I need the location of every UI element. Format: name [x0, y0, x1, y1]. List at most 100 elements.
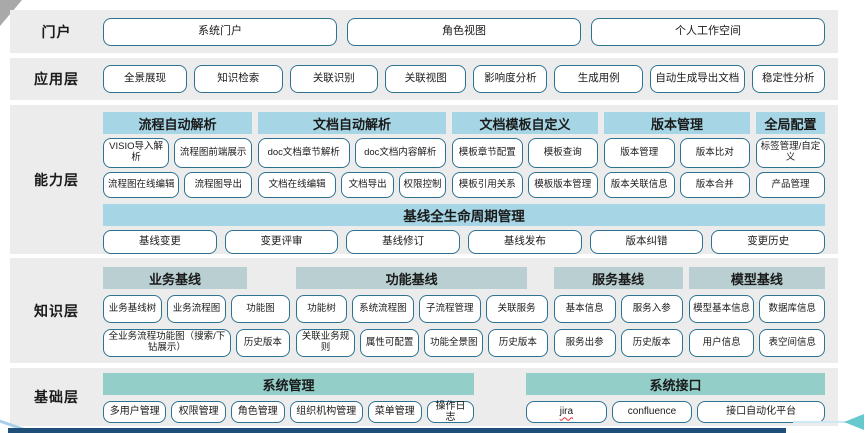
diagram-node: 流程图在线编辑 — [103, 172, 180, 198]
diagram-node: 业务流程图 — [166, 295, 226, 323]
diagram-node: 基线发布 — [468, 230, 582, 254]
node-row: 模板章节配置模板查询 — [452, 138, 598, 168]
diagram-group: 服务基线基本信息服务入参服务出参历史版本 — [553, 267, 683, 357]
diagram-node: 属性可配置 — [360, 329, 420, 357]
group-row: 业务基线业务基线树业务流程图功能图全业务流程功能图（搜索/下钻展示）历史版本功能… — [103, 267, 825, 357]
node-row: 标签管理/自定义 — [756, 138, 825, 168]
bottom-navy-bar-decoration — [8, 428, 786, 433]
diagram-node: 版本管理 — [604, 138, 675, 168]
diagram-group: 全局配置标签管理/自定义产品管理 — [756, 112, 825, 198]
diagram-node: 标签管理/自定义 — [756, 138, 825, 168]
diagram-node: 系统门户 — [103, 17, 337, 46]
diagram-node: 版本比对 — [679, 138, 750, 168]
diagram-node: 版本关联信息 — [604, 172, 675, 198]
diagram-node: 模板章节配置 — [452, 138, 523, 168]
node-row: 版本管理版本比对 — [604, 138, 750, 168]
diagram-node: 变更评审 — [224, 230, 339, 254]
diagram-node: 模板查询 — [527, 138, 598, 168]
node-row: 基本信息服务入参 — [553, 295, 683, 323]
node-row: 基线变更变更评审基线修订基线发布版本纠错变更历史 — [103, 230, 826, 254]
bottom-right-line-decoration — [793, 421, 847, 423]
diagram-node: 数据库信息 — [759, 295, 825, 323]
diagram-node: 角色管理 — [230, 401, 285, 423]
group-header: 全局配置 — [756, 112, 825, 134]
diagram-node: 菜单管理 — [367, 401, 422, 423]
diagram-node: 变更历史 — [711, 230, 826, 254]
node-row: 模型基本信息数据库信息 — [688, 295, 825, 323]
diagram-node: 知识检索 — [193, 65, 283, 93]
diagram-node: 文档导出 — [341, 172, 394, 198]
diagram-node: 用户信息 — [688, 329, 755, 357]
diagram-node: 功能全景图 — [424, 329, 484, 357]
diagram-node: 权限控制 — [399, 172, 446, 198]
diagram-node: 关联识别 — [289, 65, 379, 93]
diagram-node: 文档在线编辑 — [258, 172, 337, 198]
diagram-node: 流程图前端展示 — [174, 138, 252, 168]
diagram-node: 模板引用关系 — [452, 172, 523, 198]
diagram-node: 流程图导出 — [184, 172, 252, 198]
layer-label-base: 基础层 — [34, 389, 79, 405]
layer-content: 全景展现知识检索关联识别关联视图影响度分析生成用例自动生成导出文档稳定性分析 — [103, 58, 838, 100]
node-row: 产品管理 — [756, 172, 825, 198]
diagram-node: 模板版本管理 — [527, 172, 598, 198]
group-header: 系统管理 — [103, 373, 475, 395]
diagram-node: confluence — [611, 401, 693, 423]
diagram-node: 关联服务 — [485, 295, 548, 323]
diagram-node: VISIO导入解析 — [103, 138, 170, 168]
diagram-group: 文档模板自定义模板章节配置模板查询模板引用关系模板版本管理 — [452, 112, 598, 198]
diagram-node: 产品管理 — [756, 172, 825, 198]
diagram-node: 历史版本 — [620, 329, 683, 357]
node-row: 流程图在线编辑流程图导出 — [103, 172, 252, 198]
diagram-node: 基线变更 — [103, 230, 217, 254]
diagram-group: 版本管理版本管理版本比对版本关联信息版本合并 — [604, 112, 750, 198]
node-row: 版本关联信息版本合并 — [604, 172, 750, 198]
diagram-group: 功能基线功能树系统流程图子流程管理关联服务关联业务规则属性可配置功能全景图历史版… — [295, 267, 548, 357]
diagram-node: 子流程管理 — [418, 295, 481, 323]
group-header: 模型基线 — [688, 267, 825, 289]
diagram-node: 角色视图 — [347, 17, 581, 46]
diagram-node: 多用户管理 — [103, 401, 167, 423]
diagram-node: 自动生成导出文档 — [650, 65, 745, 93]
diagram-node: 基本信息 — [553, 295, 616, 323]
group-header: 版本管理 — [604, 112, 750, 134]
node-row: VISIO导入解析流程图前端展示 — [103, 138, 252, 168]
layer-label-portal: 门户 — [41, 23, 72, 40]
layer-label-capability: 能力层 — [34, 171, 79, 188]
diagram-node: 影响度分析 — [473, 65, 548, 93]
diagram-node: 组织机构管理 — [289, 401, 363, 423]
diagram-node: doc文档章节解析 — [258, 138, 350, 168]
node-row: 用户信息表空间信息 — [688, 329, 825, 357]
diagram-node: 功能图 — [230, 295, 290, 323]
diagram-node: 系统流程图 — [352, 295, 414, 323]
layer-label-app: 应用层 — [34, 71, 79, 87]
diagram-node: 全业务流程功能图（搜索/下钻展示） — [103, 329, 231, 357]
diagram-group: 系统管理多用户管理权限管理角色管理组织机构管理菜单管理操作日志 — [103, 373, 475, 423]
layer-band-app: 应用层 全景展现知识检索关联识别关联视图影响度分析生成用例自动生成导出文档稳定性分… — [10, 58, 838, 100]
node-row: 业务基线树业务流程图功能图 — [103, 295, 290, 323]
layer-content: 业务基线业务基线树业务流程图功能图全业务流程功能图（搜索/下钻展示）历史版本功能… — [103, 258, 838, 363]
node-row: 服务出参历史版本 — [553, 329, 683, 357]
diagram-node: 历史版本 — [235, 329, 290, 357]
diagram-node: 模型基本信息 — [688, 295, 755, 323]
group-header: 业务基线 — [103, 267, 247, 289]
layer-content: 系统门户角色视图个人工作空间 — [103, 10, 838, 53]
group-header: 文档自动解析 — [258, 112, 446, 134]
layer-band-portal: 门户 系统门户角色视图个人工作空间 — [10, 10, 838, 53]
diagram-group: 业务基线业务基线树业务流程图功能图全业务流程功能图（搜索/下钻展示）历史版本 — [103, 267, 290, 357]
diagram-node: 生成用例 — [554, 65, 644, 93]
diagram-node: jira — [526, 401, 607, 423]
diagram-node: 服务入参 — [620, 295, 683, 323]
node-row: 模板引用关系模板版本管理 — [452, 172, 598, 198]
diagram-group: 模型基线模型基本信息数据库信息用户信息表空间信息 — [688, 267, 825, 357]
diagram-node: 权限管理 — [171, 401, 226, 423]
diagram-node: 功能树 — [295, 295, 347, 323]
node-row: 多用户管理权限管理角色管理组织机构管理菜单管理操作日志 — [103, 401, 475, 423]
